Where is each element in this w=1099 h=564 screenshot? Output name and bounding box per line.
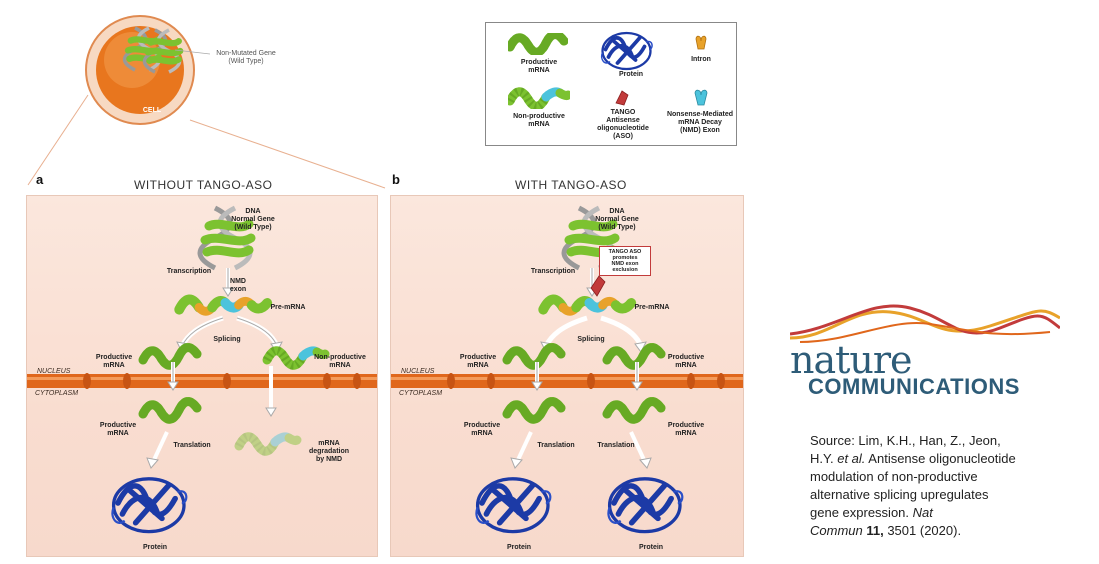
legend-intron-label: Intron — [691, 56, 711, 63]
panel-b-productive-nucleus-right: Productive mRNA — [667, 354, 705, 369]
panel-b-transcription-label: Transcription — [530, 268, 576, 275]
panel-a-title: WITHOUT TANGO-ASO — [134, 178, 273, 192]
panel-b-protein-left: Protein — [506, 544, 532, 551]
panel-a-nucleus-label: NUCLEUS — [37, 368, 71, 375]
journal-name-communications: COMMUNICATIONS — [808, 374, 1020, 399]
legend-box: Productive mRNA Protein Intron Non-produ… — [485, 22, 737, 146]
productive-mrna-nucleus — [143, 348, 197, 366]
panel-a-protein-label: Protein — [142, 544, 168, 551]
degrading-mrna — [239, 437, 297, 452]
gene-label: Non-Mutated Gene (Wild Type) — [216, 50, 276, 65]
legend-nonproductive-label: Non-productive mRNA — [513, 113, 565, 128]
panel-b-splicing-label: Splicing — [577, 336, 605, 343]
legend-nmd-label: Nonsense-Mediated mRNA Decay (NMD) Exon — [666, 111, 734, 134]
source-line-6: Commun 11, 3501 (2020). — [810, 523, 962, 538]
journal-name-nature: nature — [790, 338, 913, 382]
source-line-2: H.Y. et al. Antisense oligonucleotide — [810, 451, 1016, 466]
panel-b-translation-right: Translation — [597, 442, 635, 449]
panel-a-letter: a — [36, 172, 44, 187]
panel-a-nmd-exon-label: NMD exon — [229, 278, 247, 293]
legend-productive-label: Productive mRNA — [520, 59, 558, 74]
panel-b-productive-cyto-left: Productive mRNA — [463, 422, 501, 437]
panel-a-transcription-label: Transcription — [166, 268, 212, 275]
productive-mrna-icon — [508, 33, 568, 55]
panel-b-dna-label: DNA Normal Gene (Wild Type) — [595, 208, 639, 231]
panel-a-nonproductive-label: Non-productive mRNA — [314, 354, 366, 369]
panel-a-degradation-label: mRNA degradation by NMD — [308, 440, 350, 463]
panel-a-productive-nucleus-label: Productive mRNA — [95, 354, 133, 369]
panel-a-productive-cyto-label: Productive mRNA — [99, 422, 137, 437]
panel-b-productive-cyto-right: Productive mRNA — [667, 422, 705, 437]
protein-result-icon — [112, 479, 186, 532]
source-line-1: Source: Lim, K.H., Han, Z., Jeon, — [810, 433, 1001, 448]
panel-a: DNA Normal Gene (Wild Type) Transcriptio… — [26, 195, 378, 557]
panel-a-dna-label: DNA Normal Gene (Wild Type) — [231, 208, 275, 231]
cell-illustration — [27, 15, 386, 189]
intron-icon — [695, 35, 707, 50]
panel-b-pre-mrna-label: Pre-mRNA — [634, 304, 670, 311]
source-line-3: modulation of non-productive — [810, 469, 978, 484]
panel-b-cytoplasm-label: CYTOPLASM — [399, 390, 443, 397]
nonproductive-mrna-icon — [508, 87, 570, 109]
panel-b-artwork — [391, 196, 743, 556]
protein-icon — [599, 31, 654, 71]
panel-a-translation-label: Translation — [173, 442, 211, 449]
legend-protein-label: Protein — [618, 71, 644, 78]
panel-b-title: WITH TANGO-ASO — [515, 178, 627, 192]
journal-logo-waves — [790, 304, 1060, 343]
aso-icon — [615, 90, 629, 106]
pre-mrna-icon — [179, 299, 267, 311]
cell-label: CELL — [142, 107, 162, 114]
panel-b-productive-nucleus-left: Productive mRNA — [459, 354, 497, 369]
panel-a-cytoplasm-label: CYTOPLASM — [35, 390, 79, 397]
panel-a-pre-mrna-label: Pre-mRNA — [270, 304, 306, 311]
source-citation: Source: Lim, K.H., Han, Z., Jeon, H.Y. e… — [810, 432, 1080, 540]
source-line-5: gene expression. Nat — [810, 505, 933, 520]
panel-a-artwork — [27, 196, 377, 556]
panel-b-letter: b — [392, 172, 400, 187]
tango-note: TANGO ASO promotes NMD exon exclusion — [599, 246, 651, 276]
nmd-exon-icon — [694, 89, 708, 106]
source-line-4: alternative splicing upregulates — [810, 487, 989, 502]
legend-aso-label: TANGO Antisense oligonucleotide (ASO) — [597, 109, 649, 140]
panel-b-protein-right: Protein — [638, 544, 664, 551]
panel-b-translation-left: Translation — [537, 442, 575, 449]
panel-a-splicing-label: Splicing — [213, 336, 241, 343]
panel-b-nucleus-label: NUCLEUS — [401, 368, 435, 375]
aso-bound-icon — [590, 275, 606, 297]
panel-b: DNA Normal Gene (Wild Type) Transcriptio… — [390, 195, 744, 557]
productive-mrna-cytoplasm — [143, 402, 197, 420]
